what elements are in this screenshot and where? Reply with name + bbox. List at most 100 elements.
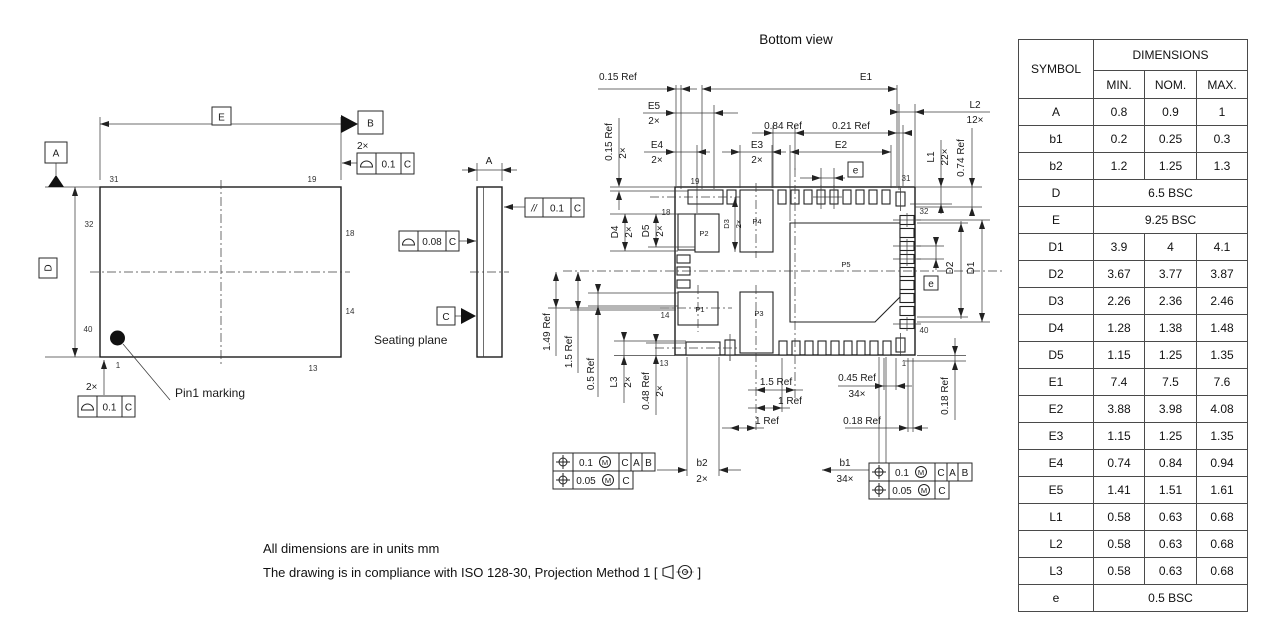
arrowhead-icon — [467, 238, 476, 244]
cell-sym: E5 — [1018, 476, 1094, 504]
pin-number: 13 — [660, 359, 669, 368]
pad-p3 — [739, 291, 774, 354]
dim-label: D2 — [945, 261, 956, 274]
pin-pad — [899, 279, 915, 291]
dim-label: E5 — [648, 101, 661, 112]
cell-min: 3.9 — [1093, 233, 1145, 261]
pin-number: 32 — [920, 207, 929, 216]
pad-center-marks — [729, 185, 921, 361]
pin-number: 13 — [309, 364, 318, 373]
header-min: MIN. — [1093, 70, 1145, 99]
cell-max: 1.48 — [1196, 314, 1248, 342]
pad — [685, 341, 721, 356]
cell-min: 1.15 — [1093, 422, 1145, 450]
top-view: E D A B 2× 0.1 C 2× 0.1 C Pin1 marki — [38, 106, 415, 418]
fcf-parallelism: // 0.1 C — [524, 197, 585, 218]
dim-qty: 2× — [734, 220, 743, 229]
cell-nom: 1.25 — [1144, 152, 1197, 180]
arrowhead-icon — [822, 467, 831, 473]
cell-nom: 0.63 — [1144, 530, 1197, 558]
dim-qty: 2× — [655, 225, 666, 237]
arrowhead-icon — [719, 467, 728, 473]
arrowhead-icon — [888, 86, 897, 92]
cell-sym: D4 — [1018, 314, 1094, 342]
cell-max: 1 — [1196, 98, 1248, 126]
cell-sym: L2 — [1018, 530, 1094, 558]
cell-sym: D3 — [1018, 287, 1094, 315]
fcf-datum: A — [949, 468, 956, 479]
profile-tolerance-icon — [80, 403, 95, 411]
pin-number: 18 — [346, 229, 355, 238]
dim-label: 0.18 Ref — [940, 377, 951, 415]
fcf-datum: C — [621, 458, 628, 469]
arrowhead-icon — [101, 360, 107, 369]
dim-label: b2 — [696, 458, 708, 469]
cell-nom: 0.63 — [1144, 503, 1197, 531]
cell-nom: 1.25 — [1144, 341, 1197, 369]
compliance-note-bracket: ] — [697, 564, 702, 580]
pin-number: 1 — [902, 359, 907, 368]
cell-nom: 3.77 — [1144, 260, 1197, 288]
pin-pad — [899, 292, 915, 304]
fcf-value: 0.05 — [576, 476, 596, 487]
profile-tolerance-icon — [401, 238, 416, 246]
mmc-icon: M M — [599, 456, 614, 486]
cell-min: 0.58 — [1093, 530, 1145, 558]
cell-nom: 1.25 — [1144, 422, 1197, 450]
parallelism-icon: // — [530, 204, 538, 215]
cell-span: 6.5 BSC — [1093, 179, 1248, 207]
arrowhead-icon — [903, 130, 912, 136]
arrowhead-icon — [616, 178, 622, 187]
cell-sym: E2 — [1018, 395, 1094, 423]
first-angle-projection-icon — [661, 564, 694, 580]
arrowhead-icon — [812, 175, 821, 181]
fcf-parallel-value: 0.1 — [550, 204, 564, 215]
dim-label: D1 — [966, 261, 977, 274]
fcf-value: 0.1 — [579, 458, 593, 469]
dim-label: D4 — [610, 225, 621, 238]
arrowhead-icon — [666, 149, 675, 155]
pin-pad — [882, 340, 892, 356]
dim-label: b1 — [839, 458, 851, 469]
dim-label: E2 — [835, 140, 848, 151]
pin-number: 1 — [116, 361, 121, 370]
arrowhead-icon — [616, 191, 622, 200]
dim-qty: 34× — [849, 389, 866, 400]
dim-label: E3 — [751, 140, 764, 151]
arrowhead-icon — [933, 237, 939, 246]
units-note: All dimensions are in units mm — [263, 541, 440, 556]
dim-e-label: E — [218, 113, 225, 124]
fcf-profile-top: 0.1 C — [356, 152, 415, 175]
cell-sym: D2 — [1018, 260, 1094, 288]
pad — [676, 279, 691, 289]
arrowhead-icon — [888, 130, 897, 136]
pin-pad — [777, 189, 787, 205]
fcf-value: 0.05 — [892, 486, 912, 497]
dim-qty: 34× — [837, 474, 854, 485]
arrowhead-icon — [553, 272, 559, 281]
arrowhead-icon — [622, 242, 628, 251]
side-view: A // 0.1 C 0.08 C C Seating plane — [374, 156, 585, 358]
position-tolerance-icon — [872, 465, 886, 497]
cell-span: 9.25 BSC — [1093, 206, 1248, 234]
cell-sym: E3 — [1018, 422, 1094, 450]
arrowhead-icon — [622, 214, 628, 223]
pad-label: P5 — [841, 260, 850, 269]
datum-c-triangle-icon — [461, 308, 476, 324]
arrowhead-icon — [342, 160, 351, 166]
dimension-arrowheads — [72, 86, 985, 473]
cell-nom: 2.36 — [1144, 287, 1197, 315]
arrowhead-icon — [575, 272, 581, 281]
pin-number: 31 — [902, 174, 911, 183]
pin-number: 40 — [84, 325, 93, 334]
dim-label: 1.5 Ref — [564, 336, 575, 368]
arrowhead-icon — [595, 284, 601, 293]
dim-label: 0.84 Ref — [764, 121, 802, 132]
dim-label: E1 — [860, 72, 873, 83]
